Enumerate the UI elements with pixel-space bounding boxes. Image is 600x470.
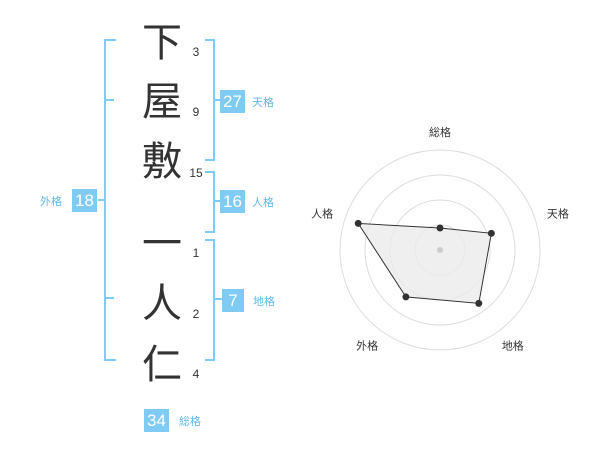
gaikaku-bracket-tick-upper (104, 99, 114, 101)
gaikaku-connector (98, 199, 104, 201)
tenkaku-connector (215, 99, 222, 101)
radar-axis-label-2: 天格 (547, 207, 569, 221)
stroke-count-2: 9 (192, 105, 200, 119)
stroke-count-4: 1 (192, 246, 200, 260)
radar-axis-label-3: 地格 (502, 338, 524, 352)
stroke-count-6: 4 (192, 367, 200, 381)
tenkaku-bracket (205, 39, 215, 161)
radar-point-3 (475, 299, 483, 307)
radar-axis-label-5: 人格 (311, 207, 333, 221)
jinkaku-connector (215, 200, 222, 202)
stroke-count-5: 2 (192, 307, 200, 321)
name-char-5: 人 (142, 281, 182, 327)
radar-center-dot (437, 247, 443, 253)
gaikaku-bracket (104, 39, 116, 361)
radar-shape (354, 219, 495, 307)
tenkaku-value-badge: 27 (220, 90, 245, 113)
chikaku-connector (215, 298, 222, 300)
stroke-count-1: 3 (192, 45, 200, 59)
jinkaku-value-badge: 16 (220, 190, 245, 213)
name-char-3: 敷 (142, 139, 182, 185)
tenkaku-label: 天格 (252, 96, 274, 109)
radar-axis-label-1: 総格 (429, 125, 451, 139)
radar-ring (364, 174, 516, 326)
gaikaku-value-badge: 18 (72, 189, 97, 212)
radar-point-4 (402, 293, 410, 301)
name-char-6: 仁 (142, 342, 182, 388)
name-char-4: 一 (142, 221, 182, 267)
chikaku-bracket (205, 239, 215, 361)
chikaku-value-badge: 7 (222, 289, 244, 312)
radar-point-2 (487, 229, 495, 237)
gaikaku-bracket-tick-lower (104, 297, 114, 299)
name-char-2: 屋 (142, 79, 182, 125)
soukaku-value-badge: 34 (144, 409, 169, 432)
soukaku-label: 総格 (179, 415, 201, 428)
radar-point-1 (436, 224, 444, 232)
name-char-1: 下 (142, 20, 182, 66)
gaikaku-label: 外格 (40, 195, 62, 208)
stroke-count-3: 15 (189, 166, 203, 180)
jinkaku-label: 人格 (252, 196, 274, 209)
chikaku-label: 地格 (253, 295, 275, 308)
radar-polygon (357, 222, 492, 304)
radar-axis-label-4: 外格 (356, 338, 378, 352)
jinkaku-bracket (205, 171, 215, 233)
radar-point-5 (354, 219, 362, 227)
